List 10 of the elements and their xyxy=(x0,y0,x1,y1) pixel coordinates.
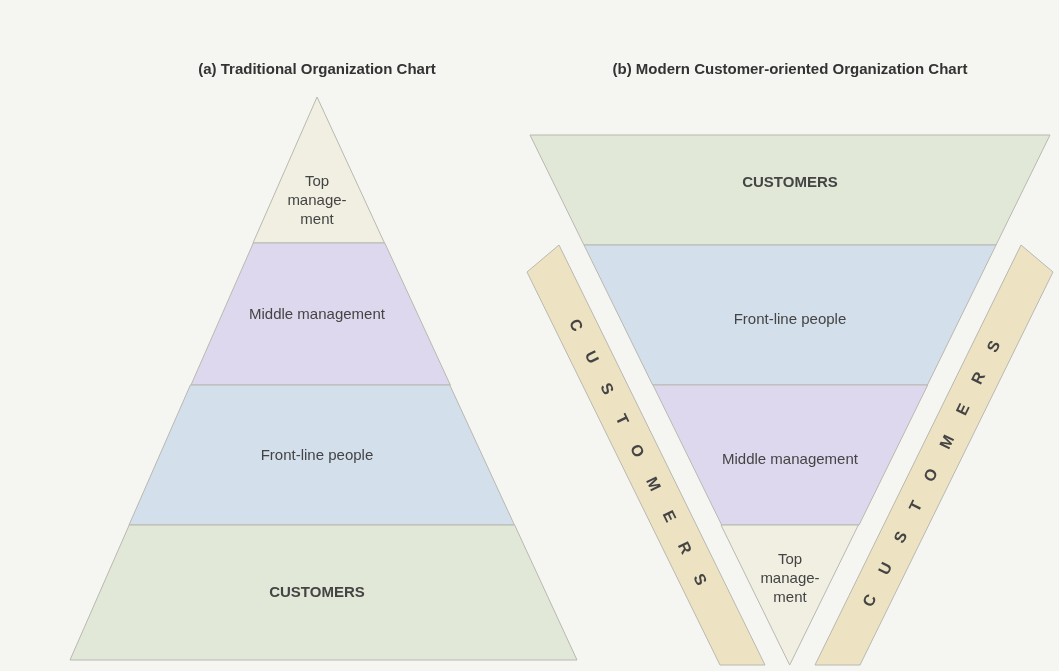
tier-label: Middle management xyxy=(248,304,386,324)
tier-label: Top manage- ment xyxy=(759,549,821,607)
tier-label: CUSTOMERS xyxy=(741,172,839,192)
tier-label: Top manage- ment xyxy=(286,171,348,229)
chart-heading: (b) Modern Customer-oriented Organization Chart xyxy=(612,60,968,77)
tier-label: Middle management xyxy=(721,449,859,469)
tier-label: Front-line people xyxy=(732,309,848,329)
tier-label: Front-line people xyxy=(259,445,375,465)
tier-label: CUSTOMERS xyxy=(268,582,366,602)
chart-heading: (a) Traditional Organization Chart xyxy=(198,60,436,77)
